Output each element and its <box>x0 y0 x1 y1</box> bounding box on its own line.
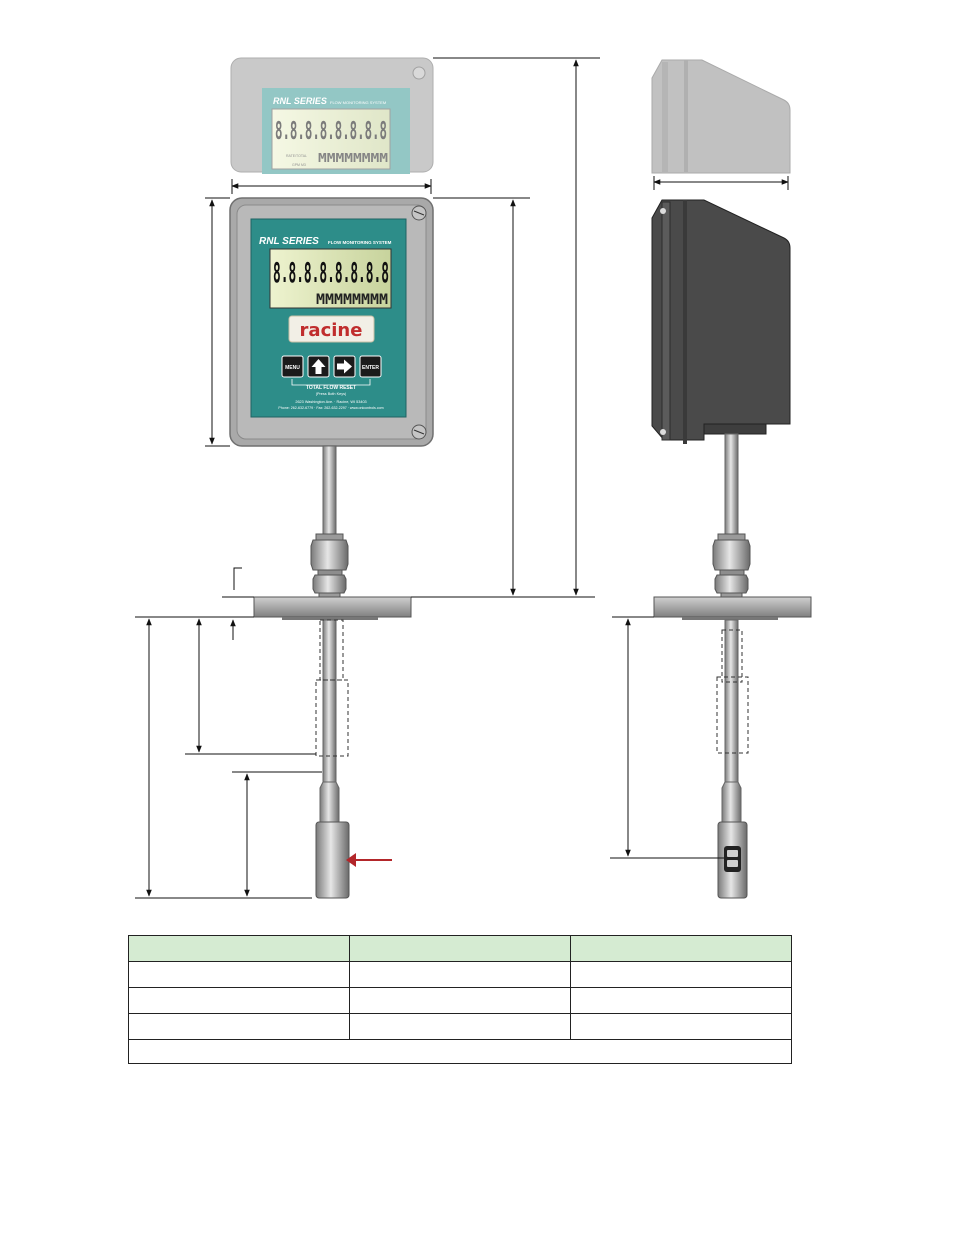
table-cell <box>127 935 351 962</box>
table-cell <box>127 961 351 988</box>
side-view-top <box>651 59 791 174</box>
table-cell <box>570 1013 792 1040</box>
address-line: 2623 Washington Ave. · Racine, WI 53403 <box>295 400 366 404</box>
table-cell <box>570 935 792 962</box>
table-cell <box>349 1013 572 1040</box>
front-lcd-segments: MMMMMMMM <box>316 292 388 308</box>
table-footnote <box>128 1039 792 1064</box>
top-subtitle: FLOW MONITORING SYSTEM <box>330 100 386 105</box>
enter-button-label: ENTER <box>362 365 379 371</box>
reset-label: TOTAL FLOW RESET <box>306 385 356 391</box>
side-probe <box>653 433 812 899</box>
table-cell <box>570 987 792 1014</box>
table-row <box>127 961 792 988</box>
up-arrow-icon <box>311 359 326 374</box>
specification-table <box>127 935 792 1064</box>
table-header-row <box>127 935 792 962</box>
reset-sub-label: (Press Both Keys) <box>316 392 347 396</box>
enter-button[interactable] <box>359 355 382 378</box>
table-row <box>127 1013 792 1040</box>
table-row <box>127 987 792 1014</box>
flow-direction-arrow-icon <box>346 853 392 867</box>
top-small-label-2: GPM M3 <box>292 163 306 167</box>
table-cell <box>349 961 572 988</box>
racine-logo: racine <box>300 320 363 341</box>
table-cell <box>127 1013 351 1040</box>
top-small-label-1: RATE/TOTAL <box>286 154 307 158</box>
side-view-enclosure <box>651 199 791 444</box>
top-view-enclosure: RNL SERIES FLOW MONITORING SYSTEM 8.8.8.… <box>230 57 434 174</box>
front-probe <box>253 445 412 899</box>
dimension-lines <box>135 57 789 899</box>
lcd-display <box>269 248 392 309</box>
menu-button[interactable] <box>281 355 304 378</box>
menu-button-label: MENU <box>285 365 300 371</box>
top-series-title: RNL SERIES <box>273 96 327 106</box>
top-lcd-segments: MMMMMMMM <box>318 151 388 165</box>
front-subtitle: FLOW MONITORING SYSTEM <box>328 240 392 245</box>
contact-line: Phone: 262-632-6779 · Fax: 262-632-2297 … <box>278 406 383 410</box>
front-series-title: RNL SERIES <box>259 236 319 247</box>
table-footnote-row <box>128 1039 792 1064</box>
table-cell <box>127 987 351 1014</box>
right-arrow-icon <box>337 359 352 374</box>
top-lcd-digits: 8.8.8.8.8.8.8.8 <box>275 116 387 145</box>
front-view-enclosure: RNL SERIES FLOW MONITORING SYSTEM 8.8.8.… <box>229 197 434 447</box>
table-cell <box>349 935 572 962</box>
racine-logo-box <box>288 315 375 343</box>
front-lcd-digits: 8.8.8.8.8.8.8.8 <box>273 256 389 289</box>
table-cell <box>349 987 572 1014</box>
table-cell <box>570 961 792 988</box>
